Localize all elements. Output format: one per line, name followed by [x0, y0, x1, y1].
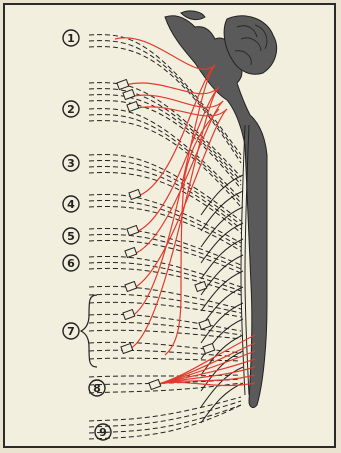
- dashed-fibre: [89, 314, 241, 331]
- svg-text:7: 7: [67, 325, 75, 338]
- dashed-fibre: [89, 121, 241, 207]
- ganglion-box: [203, 344, 215, 354]
- top-cap: [181, 11, 205, 20]
- dashed-fibre: [89, 262, 241, 291]
- label-4: 4: [63, 196, 79, 212]
- ganglion-box: [117, 80, 129, 90]
- svg-text:3: 3: [67, 157, 75, 170]
- dashed-nerves: [89, 35, 241, 439]
- label-8: 8: [89, 380, 105, 396]
- dashed-fibre: [89, 206, 241, 251]
- label-3: 3: [63, 155, 79, 171]
- black-fibre: [201, 207, 243, 247]
- black-fibre: [201, 271, 243, 311]
- red-fibre: [129, 65, 215, 317]
- dashed-fibre: [89, 101, 241, 189]
- svg-text:6: 6: [67, 257, 75, 270]
- svg-text:9: 9: [99, 426, 107, 439]
- svg-text:5: 5: [67, 230, 75, 243]
- dashed-fibre: [89, 322, 241, 335]
- ganglion-box: [199, 320, 211, 330]
- ganglion-box: [125, 248, 137, 258]
- svg-text:4: 4: [67, 198, 75, 211]
- svg-text:2: 2: [67, 103, 75, 116]
- red-fibre: [129, 95, 223, 107]
- ganglion-box: [125, 282, 137, 292]
- dashed-fibre: [89, 115, 241, 203]
- dashed-fibre: [89, 401, 241, 427]
- ganglion-box: [123, 310, 135, 320]
- dashed-fibre: [89, 405, 241, 439]
- dashed-fibre: [89, 256, 241, 287]
- label-7: 7: [63, 323, 79, 339]
- label-2: 2: [63, 101, 79, 117]
- svg-text:8: 8: [93, 382, 101, 395]
- label-1: 1: [63, 30, 79, 46]
- ganglion-box: [149, 380, 161, 390]
- nervous-system-diagram: 1 2 3 4 5 6 7 8 9: [5, 5, 336, 448]
- label-5: 5: [63, 228, 79, 244]
- ganglion-box: [121, 344, 133, 354]
- dashed-fibre: [89, 405, 241, 433]
- label-6: 6: [63, 255, 79, 271]
- svg-text:1: 1: [67, 32, 75, 45]
- dashed-fibre: [89, 89, 241, 181]
- diagram-frame: 1 2 3 4 5 6 7 8 9: [3, 3, 336, 448]
- ganglion-box: [127, 226, 139, 236]
